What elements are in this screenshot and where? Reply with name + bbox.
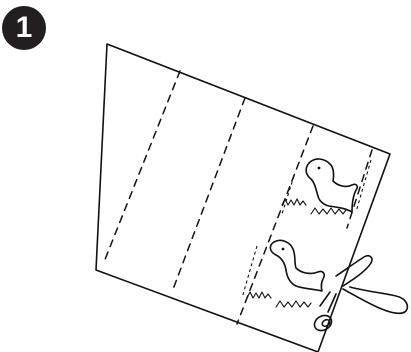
scissors-icon [313, 255, 409, 332]
fold-line-2 [171, 97, 246, 293]
step-number: 1 [15, 11, 33, 44]
fold-line-4 [346, 149, 373, 229]
bird-cutout-bottom-icon [241, 239, 325, 308]
paper-sheet [95, 43, 391, 352]
fold-line-1 [103, 70, 181, 263]
bird-cutout-top-icon [281, 158, 372, 215]
fold-line-3 [236, 125, 314, 325]
step-number-badge: 1 [2, 6, 46, 50]
